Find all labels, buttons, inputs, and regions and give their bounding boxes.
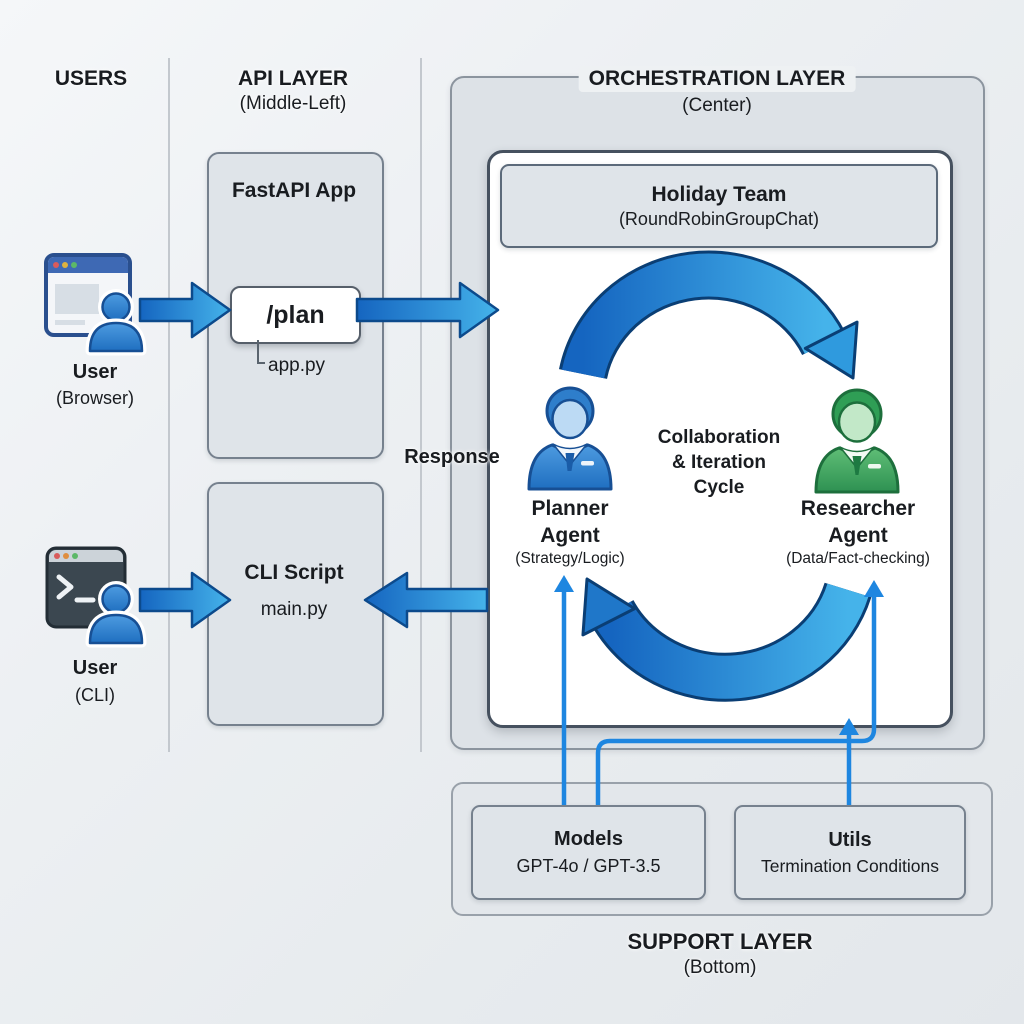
models-title: Models [554, 828, 623, 851]
orchestration-layer-subtitle: (Center) [682, 95, 752, 116]
user-cli-avatar [85, 581, 147, 648]
models-box: Models GPT-4o / GPT-3.5 [471, 805, 706, 900]
cycle-label: Collaboration & Iteration Cycle [657, 427, 781, 498]
team-title: Holiday Team [651, 182, 787, 206]
user-browser-name: User [72, 361, 118, 383]
researcher-agent-name: Researcher Agent [800, 497, 916, 547]
browser-icon [44, 253, 132, 337]
user-browser-type: (Browser) [55, 388, 135, 408]
team-subtitle: (RoundRobinGroupChat) [618, 208, 820, 229]
column-divider-right [420, 58, 422, 752]
app-py-label: app.py [268, 355, 326, 376]
support-layer-title: SUPPORT LAYER [627, 929, 813, 954]
api-layer-title: API LAYER [237, 67, 349, 90]
user-cli-name: User [72, 657, 118, 679]
fastapi-app-title: FastAPI App [231, 179, 357, 202]
user-cli-type: (CLI) [75, 685, 115, 705]
support-layer-subtitle: (Bottom) [683, 957, 757, 978]
plan-endpoint-label: /plan [266, 300, 325, 329]
models-detail: GPT-4o / GPT-3.5 [516, 856, 661, 877]
users-column-title: USERS [54, 67, 128, 90]
response-label: Response [404, 446, 500, 468]
researcher-agent-role: (Data/Fact-checking) [786, 550, 930, 567]
planner-agent-role: (Strategy/Logic) [515, 550, 625, 567]
column-divider-left [168, 58, 170, 752]
utils-detail: Termination Conditions [760, 855, 939, 876]
cli-script-title: CLI Script [244, 561, 344, 584]
utils-title: Utils [828, 828, 872, 851]
cli-terminal-icon [45, 546, 127, 629]
planner-agent-name: Planner Agent [531, 497, 609, 547]
orchestration-layer-title: ORCHESTRATION LAYER [578, 66, 856, 93]
plan-endpoint-chip: /plan [230, 286, 361, 344]
utils-box: Utils Termination Conditions [734, 805, 966, 900]
main-py-label: main.py [260, 599, 328, 620]
team-header-box: Holiday Team (RoundRobinGroupChat) [500, 164, 938, 248]
api-layer-subtitle: (Middle-Left) [239, 93, 347, 114]
user-browser-avatar [85, 289, 147, 356]
